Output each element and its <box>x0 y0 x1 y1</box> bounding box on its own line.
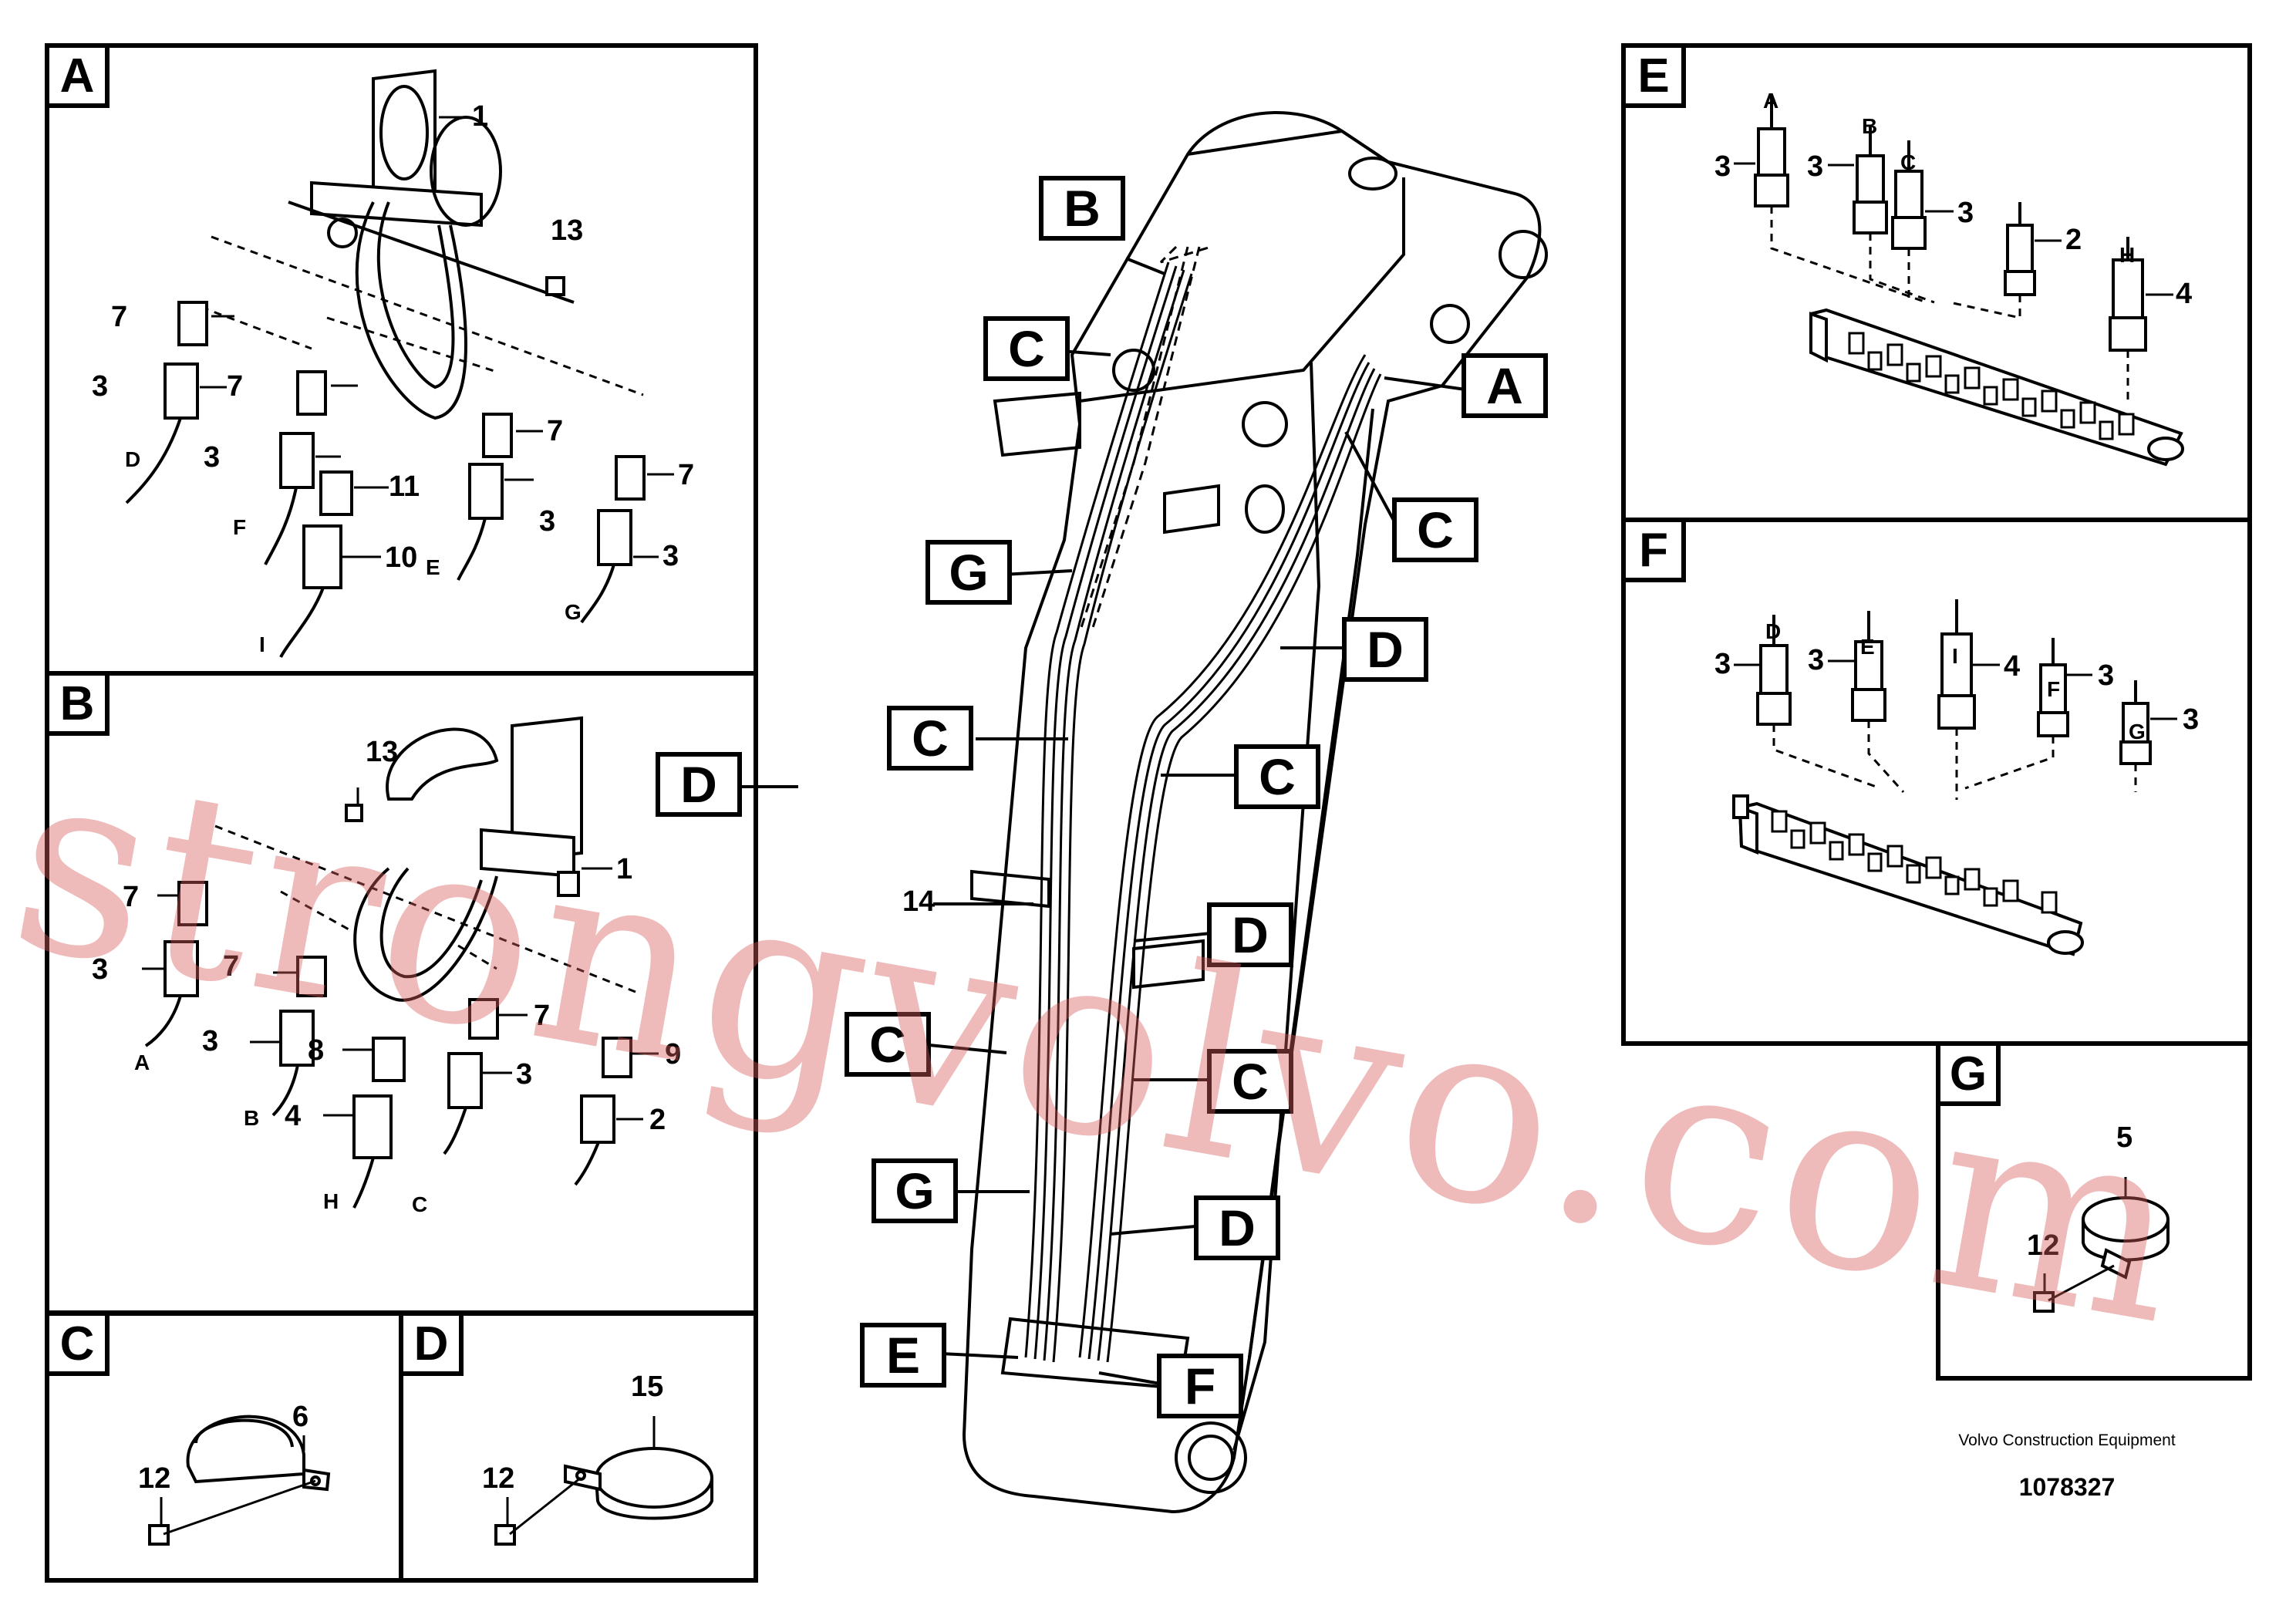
callout-a: A <box>1462 353 1548 418</box>
hose-letter-d: D <box>1765 619 1782 643</box>
part-number-7: 7 <box>534 1000 551 1032</box>
company-label: Volvo Construction Equipment <box>1958 1431 2176 1449</box>
detail-panel-a: A 1 13 7 3 7 3 11 10 7 3 7 3 D F I E G <box>45 43 758 676</box>
part-number-5: 5 <box>2116 1121 2133 1154</box>
callout-f: F <box>1157 1354 1243 1418</box>
part-number-3: 3 <box>92 370 109 403</box>
part-number-1: 1 <box>472 100 489 133</box>
part-number-7: 7 <box>123 881 140 913</box>
part-number-14: 14 <box>902 885 936 918</box>
manifold-drawing-f <box>1732 599 2177 956</box>
callout-d: D <box>1194 1195 1280 1260</box>
part-number-3: 3 <box>1714 150 1731 183</box>
hose-letter-f: F <box>2047 677 2061 701</box>
part-number-13: 13 <box>551 214 584 247</box>
hose-letter-b: B <box>1862 114 1878 138</box>
part-number-10: 10 <box>385 541 418 574</box>
callout-c: C <box>1234 744 1320 809</box>
callout-e: E <box>860 1323 946 1388</box>
part-number-4: 4 <box>285 1100 302 1132</box>
document-number: 1078327 <box>2018 1473 2116 1501</box>
part-number-4: 4 <box>2004 650 2021 683</box>
hose-letter-c: C <box>412 1192 428 1216</box>
part-number-12: 12 <box>482 1462 515 1495</box>
detail-panel-d: D 15 12 <box>399 1311 758 1583</box>
part-number-2: 2 <box>2065 224 2082 256</box>
hose-connection-drawing-b <box>142 716 659 1209</box>
panel-tag-f: F <box>1626 522 1686 582</box>
part-number-13: 13 <box>366 736 399 768</box>
callout-c: C <box>887 706 973 771</box>
hose-connection-drawing-a <box>125 69 674 658</box>
clamp-drawing-c <box>148 1415 331 1546</box>
part-number-7: 7 <box>111 301 128 333</box>
detail-panel-c: C 6 12 <box>45 1311 403 1583</box>
panel-tag-a: A <box>49 48 110 108</box>
hose-letter-a: A <box>134 1050 150 1074</box>
part-number-3: 3 <box>2183 703 2200 736</box>
hose-letter-c: C <box>1900 150 1917 174</box>
clamp-drawing-d <box>494 1416 713 1546</box>
part-number-3: 3 <box>663 540 679 572</box>
hose-letter-a: A <box>1763 89 1779 113</box>
clamp-drawing-g <box>2033 1177 2170 1313</box>
hose-letter-g: G <box>565 600 582 624</box>
part-number-7: 7 <box>223 950 240 983</box>
part-number-2: 2 <box>649 1104 666 1136</box>
hose-letter-f: F <box>233 515 247 539</box>
part-number-4: 4 <box>2176 278 2193 310</box>
hose-letter-b: B <box>244 1106 260 1130</box>
part-number-3: 3 <box>1957 197 1974 229</box>
part-number-12: 12 <box>2027 1229 2060 1262</box>
panel-tag-d: D <box>403 1316 464 1376</box>
callout-c: C <box>983 316 1070 381</box>
part-number-3: 3 <box>204 441 221 474</box>
part-number-3: 3 <box>1808 644 1825 676</box>
part-number-3: 3 <box>1714 648 1731 680</box>
part-number-3: 3 <box>2098 659 2115 692</box>
panel-tag-e: E <box>1626 48 1686 108</box>
callout-d: D <box>1207 902 1293 967</box>
hose-letter-g: G <box>2129 720 2146 744</box>
part-number-1: 1 <box>616 853 633 885</box>
part-number-7: 7 <box>547 415 564 447</box>
part-number-3: 3 <box>539 505 556 538</box>
hose-letter-i: I <box>259 632 265 656</box>
hose-letter-h: H <box>323 1189 339 1213</box>
part-number-7: 7 <box>678 459 695 491</box>
part-number-7: 7 <box>227 370 244 403</box>
callout-g: G <box>872 1158 958 1223</box>
part-number-15: 15 <box>631 1371 664 1403</box>
part-number-3: 3 <box>202 1025 219 1057</box>
detail-panel-e: E 3 3 3 2 4 A B C H <box>1621 43 2252 522</box>
part-number-12: 12 <box>138 1462 171 1495</box>
callout-d: D <box>1342 617 1428 682</box>
part-number-3: 3 <box>92 953 109 986</box>
panel-tag-c: C <box>49 1316 110 1376</box>
callout-c: C <box>1207 1049 1293 1114</box>
part-number-8: 8 <box>308 1034 325 1067</box>
hose-letter-d: D <box>125 447 141 471</box>
manifold-drawing-e <box>1734 94 2184 467</box>
part-number-3: 3 <box>516 1058 533 1091</box>
detail-panel-g: G 5 12 <box>1936 1041 2252 1381</box>
callout-d: D <box>656 752 742 817</box>
hose-letter-e: E <box>1860 635 1875 659</box>
part-number-3: 3 <box>1807 150 1824 183</box>
panel-tag-g: G <box>1940 1046 2001 1106</box>
part-number-11: 11 <box>389 470 420 503</box>
part-number-6: 6 <box>292 1401 309 1433</box>
detail-panel-b: B 13 1 7 3 7 3 8 4 7 3 9 2 A B H C <box>45 671 758 1315</box>
part-number-9: 9 <box>665 1038 682 1071</box>
callout-c: C <box>1392 497 1478 562</box>
hose-letter-e: E <box>426 555 440 579</box>
callout-b: B <box>1039 176 1125 241</box>
detail-panel-f: F 3 3 4 3 3 D E I F G <box>1621 518 2252 1046</box>
panel-tag-b: B <box>49 676 110 736</box>
hose-letter-i: I <box>1952 644 1958 668</box>
callout-g: G <box>925 540 1012 605</box>
hose-letter-h: H <box>2119 243 2136 267</box>
callout-c: C <box>845 1012 931 1077</box>
